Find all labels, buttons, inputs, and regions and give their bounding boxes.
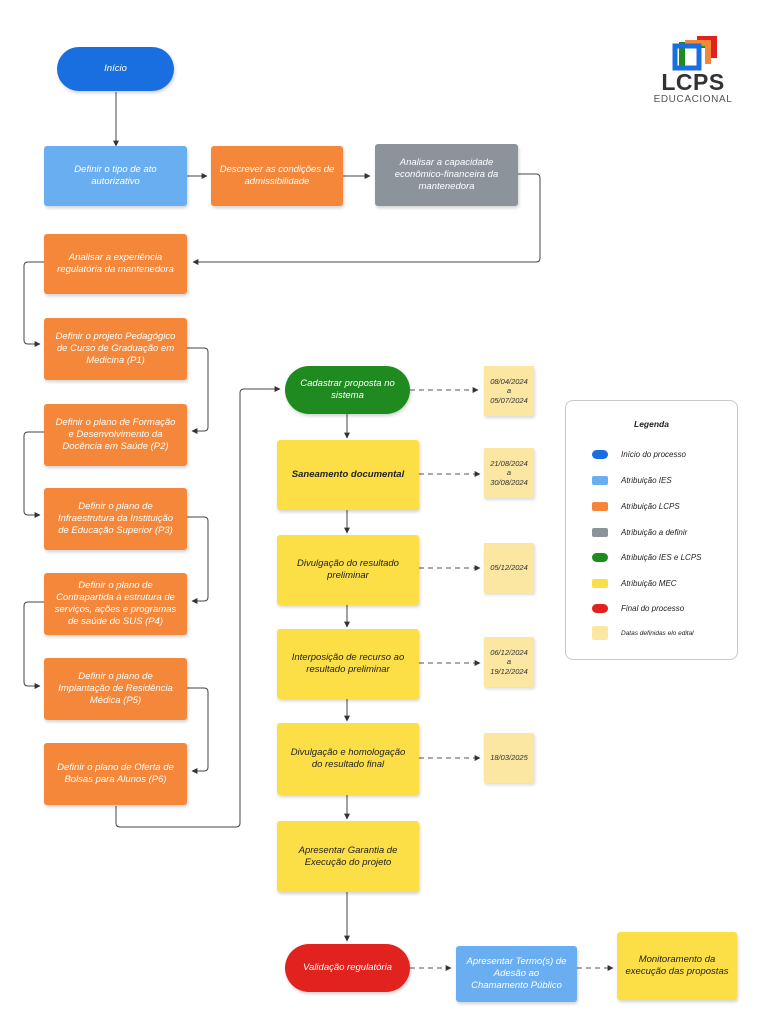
date-note-cadastro: 08/04/2024 a 05/07/2024 bbox=[484, 366, 534, 416]
connector-p3-p4 bbox=[187, 516, 209, 604]
legend-swatch bbox=[592, 603, 608, 613]
legend-swatch bbox=[592, 626, 608, 640]
node-p4[interactable]: Definir o plano de Contrapartida à estru… bbox=[44, 573, 187, 635]
legend-item-datas: Datas definidas elo edital bbox=[592, 626, 694, 640]
legend-label: Início do processo bbox=[621, 449, 686, 459]
node-interposicao-recurso[interactable]: Interposição de recurso ao resultado pre… bbox=[277, 629, 419, 699]
node-analisar-experiencia[interactable]: Analisar a experiência regulatória da ma… bbox=[44, 234, 187, 294]
date-note-saneamento: 21/08/2024 a 30/08/2024 bbox=[484, 448, 534, 498]
legend-item-ies: Atribuição IES bbox=[592, 473, 672, 487]
connector-p2-p3 bbox=[23, 431, 44, 518]
node-descrever-condicoes[interactable]: Descrever as condições de admissibilidad… bbox=[211, 146, 343, 206]
legend-item-final: Final do processo bbox=[592, 601, 684, 615]
legend-label: Datas definidas elo edital bbox=[621, 629, 694, 637]
logo-subtitle: EDUCACIONAL bbox=[653, 94, 733, 105]
connector-p4-p5 bbox=[23, 601, 44, 689]
node-p6[interactable]: Definir o plano de Oferta de Bolsas para… bbox=[44, 743, 187, 805]
legend-label: Final do processo bbox=[621, 603, 685, 613]
logo-name: LCPS bbox=[661, 69, 725, 95]
node-p1[interactable]: Definir o projeto Pedagógico de Curso de… bbox=[44, 318, 187, 380]
connector-capacidade-experiencia bbox=[192, 173, 541, 265]
legend-label: Atribuição LCPS bbox=[621, 501, 680, 511]
node-monitoramento[interactable]: Monitoramento da execução das propostas bbox=[617, 932, 737, 1000]
node-inicio[interactable]: Início bbox=[57, 47, 174, 91]
date-note-interposicao: 06/12/2024 a 19/12/2024 bbox=[484, 637, 534, 687]
legend-swatch bbox=[592, 527, 608, 537]
connector-p6-cadastrar bbox=[115, 386, 281, 828]
connector-p5-p6 bbox=[187, 687, 209, 774]
logo-wordmark: LCPS EDUCACIONAL bbox=[652, 70, 734, 106]
legend-swatch bbox=[592, 475, 608, 485]
node-p3[interactable]: Definir o plano de Infraestrutura da Ins… bbox=[44, 488, 187, 550]
legend-item-a-definir: Atribuição a definir bbox=[592, 525, 687, 539]
date-note-homologacao: 18/03/2025 bbox=[484, 733, 534, 783]
legend-label: Atribuição MEC bbox=[621, 578, 677, 588]
legend-swatch bbox=[592, 501, 608, 511]
node-apresentar-termo[interactable]: Apresentar Termo(s) de Adesão ao Chamame… bbox=[456, 946, 577, 1002]
node-p5[interactable]: Definir o plano de Implantação de Residê… bbox=[44, 658, 187, 720]
legend-label: Atribuição IES bbox=[621, 475, 672, 485]
node-garantia-execucao[interactable]: Apresentar Garantia de Execução do proje… bbox=[277, 821, 419, 892]
date-note-divulgacao: 05/12/2024 bbox=[484, 543, 534, 593]
legend-swatch bbox=[592, 578, 608, 588]
legend-item-lcps: Atribuição LCPS bbox=[592, 499, 680, 513]
lcps-logo-icon bbox=[672, 36, 717, 71]
node-analisar-capacidade[interactable]: Analisar a capacidade econômico-financei… bbox=[375, 144, 518, 206]
node-divulgacao-preliminar[interactable]: Divulgação do resultado preliminar bbox=[277, 535, 419, 605]
legend-item-ies-lcps: Atribuição IES e LCPS bbox=[592, 550, 701, 564]
connector-p1-p2 bbox=[187, 347, 209, 434]
legend-title: Legenda bbox=[634, 419, 669, 429]
connector-experiencia-p1 bbox=[23, 261, 44, 347]
node-p2[interactable]: Definir o plano de Formação e Desenvolvi… bbox=[44, 404, 187, 466]
legend-item-mec: Atribuição MEC bbox=[592, 576, 677, 590]
legend-swatch bbox=[592, 449, 608, 459]
node-saneamento-documental[interactable]: Saneamento documental bbox=[277, 440, 419, 510]
legend-swatch bbox=[592, 552, 608, 562]
node-validacao-regulatoria[interactable]: Validação regulatória bbox=[285, 944, 410, 992]
node-definir-tipo[interactable]: Definir o tipo de ato autorizativo bbox=[44, 146, 187, 206]
legend-label: Atribuição a definir bbox=[621, 527, 688, 537]
node-homologacao-final[interactable]: Divulgação e homologação do resultado fi… bbox=[277, 723, 419, 795]
legend-item-inicio: Início do processo bbox=[592, 447, 686, 461]
node-cadastrar-proposta[interactable]: Cadastrar proposta no sistema bbox=[285, 366, 410, 414]
legend-label: Atribuição IES e LCPS bbox=[621, 552, 702, 562]
legend-panel: Legenda Início do processo Atribuição IE… bbox=[565, 400, 738, 660]
